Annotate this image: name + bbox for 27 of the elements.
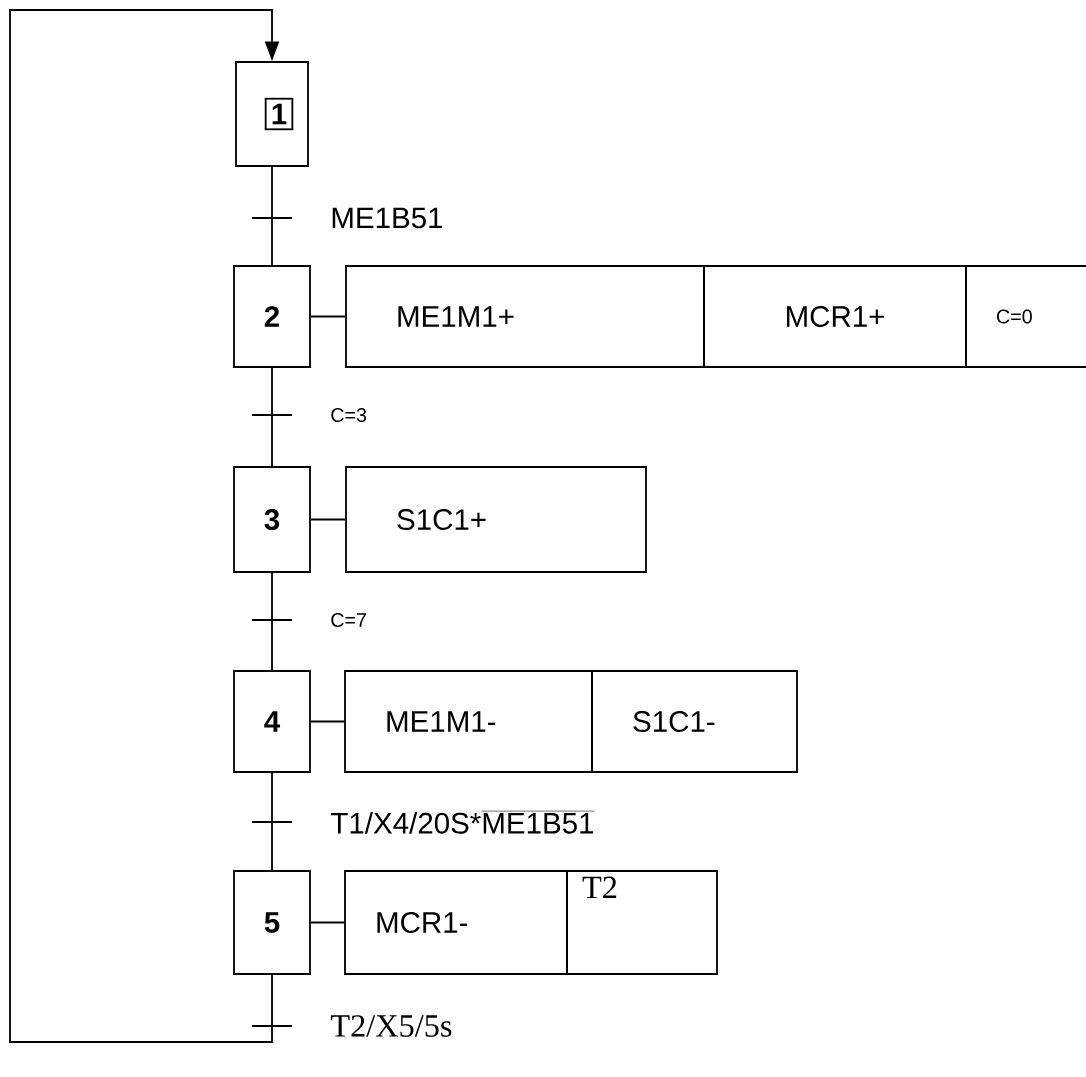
step-box: 4 xyxy=(233,670,311,773)
action-box: S1C1+ xyxy=(345,466,647,573)
transition-label: C=7 xyxy=(328,611,369,629)
step-box: 5 xyxy=(233,870,311,975)
link-line xyxy=(310,315,346,318)
action-box: S1C1- xyxy=(591,670,798,773)
link-line xyxy=(271,166,273,266)
link-line xyxy=(310,921,345,924)
arrow xyxy=(9,9,280,1043)
link-line xyxy=(271,772,273,871)
link-line xyxy=(310,720,346,723)
link-line xyxy=(310,518,346,521)
action-box: T2 xyxy=(566,870,718,975)
action-box: MCR1- xyxy=(344,870,568,975)
link-line xyxy=(271,367,273,468)
link-line xyxy=(271,572,273,672)
action-box: MCR1+ xyxy=(703,265,967,368)
step-box: 3 xyxy=(233,466,311,573)
action-box: ME1M1+ xyxy=(345,265,705,368)
transition-label: $\mbox{T1/X4/20S*}\overline{\mbox{ME1B51}}$ xyxy=(328,808,596,836)
transition-label: T2/X5/5s xyxy=(328,1013,454,1039)
action-box: C=0 xyxy=(965,265,1086,368)
transition-label: C=3 xyxy=(328,406,369,424)
step-box: 2 xyxy=(233,265,311,368)
initial-step-box: 1 xyxy=(235,61,309,167)
action-box: ME1M1- xyxy=(344,670,593,773)
transition-label: ME1B51 xyxy=(328,206,445,230)
